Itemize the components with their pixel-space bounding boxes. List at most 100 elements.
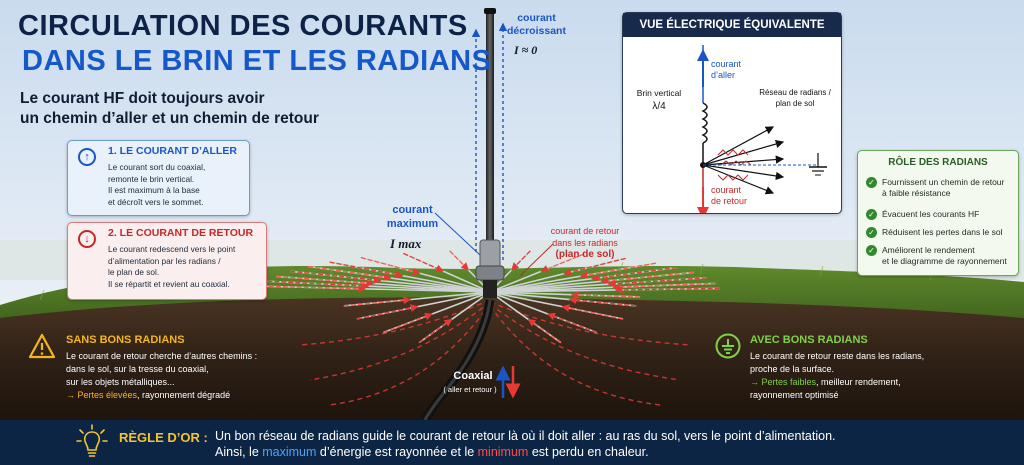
role-item-line: Fournissent un chemin de retour [882,177,1005,187]
role-item: ✓Réduisent les pertes dans le sol [866,227,1003,238]
electrical-view-title: VUE ÉLECTRIQUE ÉQUIVALENTE [623,13,841,37]
label-coaxial-sub: ( aller et retour ) [443,385,497,394]
rule-minimum: minimum [477,445,529,459]
radial-wire [489,291,597,334]
role-item-line: Réduisent les pertes dans le sol [882,227,1003,237]
elec-reseau-label: Réseau de radians / plan de sol [753,87,837,109]
avec-conclusion: → Pertes faibles, meilleur rendement, [750,376,990,389]
golden-rule-title: RÈGLE D’OR : [119,430,208,445]
return-current-arrow [563,257,626,276]
role-item: ✓ Fournissent un chemin de retour à faib… [866,177,1004,199]
aller-line: remonte le brin vertical. [108,173,195,184]
label-line: courant de retour [550,226,620,236]
golden-rule-line: Ainsi, le maximum d’énergie est rayonnée… [215,444,836,460]
retour-box-title: 2. LE COURANT DE RETOUR [108,227,254,239]
sans-conclusion: → Pertes élevées, rayonnement dégradé [66,389,306,402]
role-radians-panel: RÔLE DES RADIANS ✓ Fournissent un chemin… [857,150,1019,276]
sans-line: dans le sol, sur la tresse du coaxial, [66,364,209,374]
rule-part: est perdu en chaleur. [528,445,649,459]
return-current-arrow [568,296,637,307]
rule-maximum: maximum [262,445,317,459]
return-current-arrow [600,271,694,285]
return-current-arrow [511,250,531,271]
label-line: dans les radians [552,237,618,248]
retour-box-text: Le courant redescend vers le point d’ali… [108,244,263,290]
radial-wire [383,291,491,334]
avec-radians-title: AVEC BONS RADIANS [750,334,868,346]
electrical-view-panel: VUE ÉLECTRIQUE ÉQUIVALENTE Brin vertical… [622,12,842,214]
return-current-arrow [547,312,597,333]
avec-radians-text: Le courant de retour reste dans les radi… [750,350,990,402]
avec-rest: , meilleur rendement, [816,377,901,387]
page-title-second-line: DANS LE BRIN ET LES RADIANS [22,45,492,77]
label-courant-radians: courant de retour dans les radians (plan… [540,226,630,261]
radial-wire [329,261,491,293]
return-current-arrow [612,282,716,291]
label-line: décroissant [507,25,566,37]
aller-line: et décroît vers le sommet. [108,196,204,207]
label-courant-maximum: courant maximum [385,203,440,231]
elec-aller-label: courant d’aller [711,59,741,81]
rule-part: Ainsi, le [215,445,263,459]
label-line: courant [517,12,556,24]
sans-radians-title: SANS BONS RADIANS [66,334,185,346]
check-icon: ✓ [866,245,877,256]
sans-highlight: → Pertes élevées [66,390,138,400]
sans-radians-text: Le courant de retour cherche d’autres ch… [66,350,306,402]
return-current-arrow [561,304,624,320]
return-current-arrow [540,253,585,273]
aller-box-title: 1. LE COURANT D’ALLER [108,145,237,157]
arrow-up-icon: ↑ [78,148,96,166]
subtitle-line-2: un chemin d’aller et un chemin de retour [20,110,319,127]
role-item: ✓ Améliorent le rendement et le diagramm… [866,245,1007,267]
rule-part: d’énergie est rayonnée et le [316,445,478,459]
formula-i-max: I max [390,236,422,251]
return-current-arrow [356,304,419,320]
return-current-arrow [570,291,641,299]
golden-rule-text: Un bon réseau de radians guide le couran… [215,428,836,460]
return-current-arrow [308,265,392,281]
aller-line: Il est maximum à la base [108,185,200,195]
label-line: λ/4 [652,101,666,112]
avec-line: Le courant de retour reste dans les radi… [750,351,925,361]
current-aller-box: ↑ 1. LE COURANT D’ALLER Le courant sort … [67,140,250,216]
return-current-arrow [607,277,707,288]
return-current-arrow [614,286,720,294]
label-line: maximum [386,218,439,230]
current-retour-box: ↓ 2. LE COURANT DE RETOUR Le courant red… [67,222,267,300]
avec-line: rayonnement optimisé [750,390,839,400]
role-title: RÔLE DES RADIANS [888,157,988,168]
return-current-arrow [418,318,453,343]
subtitle: Le courant HF doit toujours avoir un che… [20,89,350,129]
return-current-arrow [290,270,382,284]
retour-line: d’alimentation par les radians / [108,255,221,266]
return-current-arrow [267,280,370,290]
return-current-arrow [591,267,677,282]
return-current-arrow [527,318,562,343]
avec-highlight: → Pertes faibles [750,377,817,387]
brin-vertical-label: Brin vertical λ/4 [629,87,689,113]
label-line: courant [711,185,742,195]
role-item: ✓Évacuent les courants HF [866,209,979,220]
aller-box-text: Le courant sort du coaxial, remonte le b… [108,162,258,208]
return-current-arrow [276,275,375,287]
label-line: plan de sol [775,99,815,108]
aller-line: Le courant sort du coaxial, [108,162,206,172]
label-line: Réseau de radians / [759,88,831,97]
label-line: (plan de sol) [555,249,615,260]
return-current-arrow [261,284,367,293]
retour-line: le plan de sol. [108,267,160,277]
retour-line: Il se répartit et revient au coaxial. [108,278,230,289]
return-current-arrow [403,252,444,272]
lightbulb-icon [76,424,108,457]
page-title: CIRCULATION DES COURANTS [18,10,468,42]
label-line: de retour [711,196,748,206]
ground-icon [715,333,741,359]
formula-i-zero: I ≈ 0 [514,43,538,57]
radial-wire [489,271,694,293]
avec-line: proche de la surface. [750,364,835,374]
retour-line: Le courant redescend vers le point [108,244,236,254]
warning-icon [28,333,56,359]
role-item-line: à faible résistance [882,188,951,198]
arrow-down-icon: ↓ [78,230,96,248]
